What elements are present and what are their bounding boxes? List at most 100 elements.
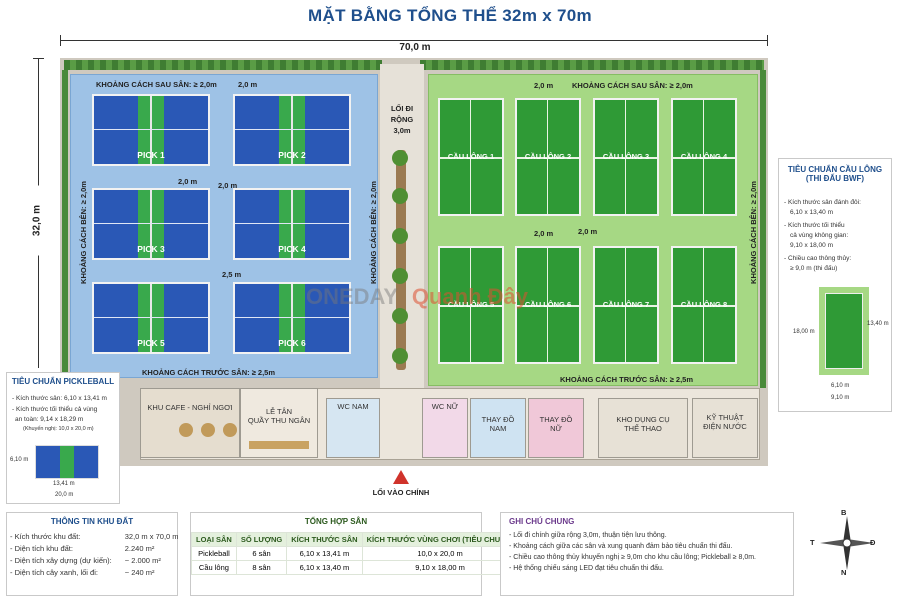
compass-e: Đ — [870, 538, 876, 547]
badminton-court[interactable]: CẦU LÔNG 8 — [671, 246, 737, 364]
entrance-arrow-icon — [393, 470, 409, 484]
bwf-standard-title1: TIÊU CHUẨN CẦU LÔNG — [787, 165, 883, 174]
bwf-line5: 9,10 x 18,00 m — [790, 242, 833, 249]
compass-n: B — [841, 508, 847, 517]
pickleball-court[interactable]: PICK 4 — [233, 188, 351, 260]
bd-back-gap-label: KHOẢNG CÁCH SAU SÂN: ≥ 2,0m — [572, 81, 693, 90]
badminton-court[interactable]: CẦU LÔNG 1 — [438, 98, 504, 216]
bwf-dim-61: 6,10 m — [831, 383, 850, 389]
pickleball-standard-box: TIÊU CHUẨN PICKLEBALL - Kích thước sân: … — [6, 372, 120, 504]
bwf-dim-134: 13,40 m — [867, 321, 889, 327]
walkway-label-1: LỐI ĐI — [390, 104, 414, 113]
table-icon — [201, 423, 215, 437]
tree-icon — [392, 268, 408, 284]
watermark-text-b: Quanh Đây — [411, 284, 528, 309]
bwf-dim-91: 9,10 m — [831, 395, 850, 401]
court-label: CẦU LÔNG 5 — [447, 300, 495, 309]
bwf-line3: - Kích thước tối thiểu — [784, 222, 845, 229]
court-label: CẦU LÔNG 2 — [524, 152, 572, 161]
watermark-logo: ONEDAY Quanh Đây — [306, 284, 528, 310]
height-dim-tick-top — [33, 58, 44, 59]
site-info-row: - Diện tích cây xanh, lối đi:~ 240 m² — [7, 566, 182, 578]
pickleball-court[interactable]: PICK 3 — [92, 188, 210, 260]
badminton-court[interactable]: CẦU LÔNG 2 — [515, 98, 581, 216]
width-dim-tick-left — [60, 35, 61, 46]
room-change-female-label-1: THAY ĐỒ — [539, 415, 573, 424]
planter-bed — [396, 150, 406, 370]
right-hedge — [760, 70, 766, 388]
room-storage-label-2: THỂ THAO — [624, 424, 662, 433]
site-info-key: - Diện tích xây dựng (dự kiến): — [10, 555, 112, 565]
room-cafe-label: KHU CAFE - NGHỈ NGƠI — [147, 403, 233, 412]
pickleball-court[interactable]: PICK 5 — [92, 282, 210, 354]
court-label: CẦU LÔNG 3 — [602, 152, 650, 161]
room-tech-label-1: KỸ THUẬT — [706, 413, 744, 422]
pb-standard-title: TIÊU CHUẨN PICKLEBALL — [11, 377, 115, 386]
summary-title: TỔNG HỢP SÂN — [304, 517, 368, 526]
site-info-row: - Diện tích xây dựng (dự kiến): ~ 2.000 m… — [7, 554, 182, 566]
badminton-court[interactable]: CẦU LÔNG 7 — [593, 246, 659, 364]
room-change-female-label-2: NỮ — [550, 424, 562, 433]
pb-gap-top-label: 2,0 m — [238, 80, 258, 89]
site-info-value: ~ 2.000 m² — [124, 555, 161, 565]
room-wc-female[interactable]: WC NỮ — [422, 398, 468, 458]
court-label: PICK 3 — [137, 244, 165, 254]
pb-standard-line1: - Kích thước sân: 6,10 x 13,41 m — [12, 395, 107, 402]
bwf-line2: 6,10 x 13,40 m — [790, 209, 833, 216]
bwf-standard-title2: (THI ĐẤU BWF) — [805, 174, 865, 183]
note-item: - Hệ thống chiếu sáng LED đạt tiêu chuẩn… — [509, 565, 664, 572]
compass-s: N — [841, 568, 847, 577]
pickleball-court[interactable]: PICK 6 — [233, 282, 351, 354]
room-wc-male[interactable]: WC NAM — [326, 398, 380, 458]
court-label: PICK 5 — [137, 338, 165, 348]
room-storage-label-1: KHO DỤNG CỤ — [616, 415, 670, 424]
badminton-court[interactable]: CẦU LÔNG 6 — [515, 246, 581, 364]
room-cafe[interactable]: KHU CAFE - NGHỈ NGƠI — [140, 388, 240, 458]
court-label: PICK 6 — [278, 338, 306, 348]
walkway-label-3: 3,0m — [393, 126, 411, 135]
pb-front-gap-label: KHOẢNG CÁCH TRƯỚC SÂN: ≥ 2,5m — [142, 368, 275, 377]
summary-cell: Cầu lông — [191, 560, 237, 575]
summary-cell: 8 sân — [235, 560, 288, 575]
court-label: CẦU LÔNG 1 — [447, 152, 495, 161]
badminton-court[interactable]: CẦU LÔNG 4 — [671, 98, 737, 216]
notes-box: GHI CHÚ CHUNG - Lối đi chính giữa rộng 3… — [500, 512, 794, 596]
pb-gap-25-label: 2,5 m — [222, 270, 242, 279]
room-reception-label-2: QUẦY THU NGÂN — [247, 416, 311, 425]
pb-standard-line2: - Kích thước tối thiểu cả vùng — [12, 406, 98, 413]
bd-side-gap-label: KHOẢNG CÁCH BÊN: ≥ 2,0m — [748, 181, 758, 284]
pb-gap-mid-label: 2,0 m — [178, 177, 198, 186]
court-label: CẦU LÔNG 6 — [524, 300, 572, 309]
pb-gap-mid2-label: 2,0 m — [218, 181, 238, 190]
pb-standard-dim-w1: 13,41 m — [53, 481, 75, 487]
counter-icon — [249, 441, 309, 449]
pickleball-court[interactable]: PICK 1 — [92, 94, 210, 166]
width-dimension-line — [60, 40, 768, 41]
badminton-court[interactable]: CẦU LÔNG 5 — [438, 246, 504, 364]
room-wc-female-label: WC NỮ — [431, 402, 459, 411]
site-info-value: 2.240 m² — [124, 543, 155, 553]
site-info-title: THÔNG TIN KHU ĐẤT — [50, 517, 134, 526]
court-label: PICK 1 — [137, 150, 165, 160]
bwf-line6: - Chiều cao thông thủy: — [784, 255, 852, 262]
walkway-label-2: RỘNG — [390, 115, 414, 124]
summary-cell: 6,10 x 13,40 m — [286, 560, 363, 575]
note-item: - Lối đi chính giữa rộng 3,0m, thuận tiệ… — [509, 532, 667, 539]
bwf-line7: ≥ 9,0 m (thi đấu) — [790, 265, 838, 272]
badminton-court[interactable]: CẦU LÔNG 3 — [593, 98, 659, 216]
summary-cell: 6,10 x 13,41 m — [286, 546, 363, 561]
pickleball-court[interactable]: PICK 2 — [233, 94, 351, 166]
bd-front-gap-label: KHOẢNG CÁCH TRƯỚC SÂN: ≥ 2,5m — [560, 375, 693, 384]
bwf-line4: cả vùng không gian: — [790, 232, 849, 239]
court-label: CẦU LÔNG 7 — [602, 300, 650, 309]
notes-title: GHI CHÚ CHUNG — [509, 517, 575, 526]
summary-header-cell: KÍCH THƯỚC VÙNG CHƠI (TIÊU CHUẨN) — [361, 532, 519, 547]
note-item: - Chiều cao thông thủy khuyến nghị ≥ 9,0… — [509, 554, 756, 561]
